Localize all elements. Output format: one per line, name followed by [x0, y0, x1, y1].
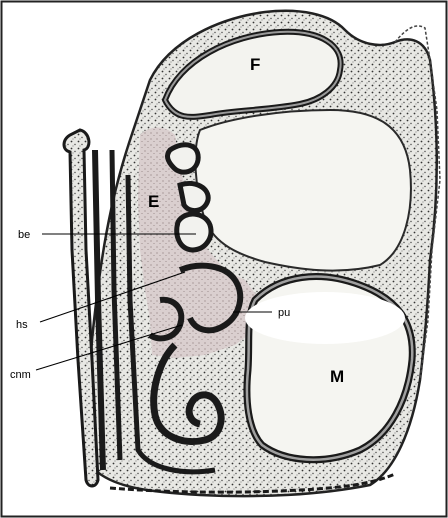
label-ethmoid: E [148, 192, 159, 211]
ethmoid-cell-mid [180, 183, 208, 210]
bulla-ethmoidalis [177, 214, 211, 250]
label-cnm: cnm [10, 369, 31, 381]
label-be: be [18, 229, 30, 241]
label-maxillary-sinus: M [330, 367, 344, 386]
orbital-cavity [195, 110, 410, 271]
maxillary-ostium [245, 292, 405, 344]
label-hs: hs [16, 319, 28, 331]
label-pu: pu [278, 307, 290, 319]
label-frontal-sinus: F [250, 55, 260, 74]
ethmoid-cell-upper [167, 145, 198, 172]
